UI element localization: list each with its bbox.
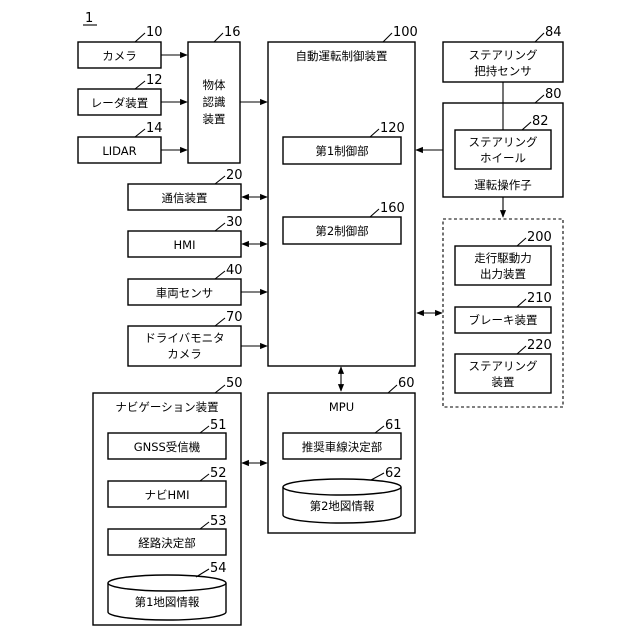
radar-ref-leader (135, 81, 145, 89)
auto-control-ref: 100 (393, 25, 418, 40)
camera-label: カメラ (102, 49, 137, 63)
second-control-ref: 160 (380, 201, 405, 216)
radar-ref: 12 (146, 73, 163, 88)
navi-hmi-label: ナビHMI (145, 488, 190, 502)
driver-monitor-block: ドライバモニタ カメラ 70 (128, 310, 243, 366)
drive-force-line-1: 走行駆動力 (474, 251, 532, 265)
first-control-ref: 120 (380, 121, 405, 136)
driver-monitor-ref: 70 (226, 310, 243, 325)
steering-device-ref-leader (517, 346, 526, 354)
steering-device-line-1: ステアリング (469, 359, 538, 373)
route-ref: 53 (210, 514, 227, 529)
mpu-ref: 60 (398, 376, 415, 391)
map1-label: 第1地図情報 (135, 595, 200, 609)
vehicle-sensor-ref-leader (215, 271, 225, 279)
comm-ref: 20 (226, 168, 243, 183)
vehicle-sensor-ref: 40 (226, 263, 243, 278)
comm-ref-leader (215, 176, 225, 184)
camera-ref: 10 (146, 25, 163, 40)
object-recognition-ref-leader (214, 33, 223, 42)
mpu-ref-leader (388, 385, 397, 393)
grip-sensor-line-2: 把持センサ (474, 64, 532, 78)
grip-sensor-line-1: ステアリング (469, 48, 538, 62)
steering-wheel-line-1: ステアリング (469, 135, 538, 149)
steering-wheel-line-2: ホイール (480, 151, 526, 165)
steering-wheel-ref: 82 (532, 114, 549, 129)
map2-label: 第2地図情報 (310, 499, 375, 513)
radar-label: レーダ装置 (91, 96, 149, 110)
comm-block: 通信装置 20 (128, 168, 243, 210)
lidar-ref-leader (135, 129, 145, 137)
navigation-ref-leader (215, 385, 225, 393)
steering-device-block: ステアリング 装置 220 (455, 338, 552, 393)
gnss-ref: 51 (210, 418, 227, 433)
hmi-label: HMI (174, 238, 196, 252)
camera-ref-leader (135, 33, 145, 42)
navigation-label: ナビゲーション装置 (115, 400, 218, 414)
map1-ref: 54 (210, 561, 227, 576)
steering-device-line-2: 装置 (492, 375, 515, 389)
gnss-label: GNSS受信機 (134, 440, 201, 454)
hmi-ref: 30 (226, 215, 243, 230)
map2-ref: 62 (385, 466, 402, 481)
lidar-label: LIDAR (102, 144, 136, 158)
object-recognition-line-1: 物体 (203, 78, 226, 92)
hmi-ref-leader (215, 223, 225, 231)
object-recognition-block: 物体 認識 装置 16 (188, 25, 241, 163)
camera-block: カメラ 10 (78, 25, 163, 68)
object-recognition-line-2: 認識 (203, 95, 226, 109)
driver-monitor-ref-leader (215, 318, 225, 326)
first-control-label: 第1制御部 (315, 144, 368, 158)
brake-ref-leader (517, 299, 526, 307)
figure-ref: 1 (85, 11, 93, 26)
brake-ref: 210 (527, 291, 552, 306)
lane-ref: 61 (385, 418, 402, 433)
brake-label: ブレーキ装置 (469, 313, 538, 327)
hmi-block: HMI 30 (128, 215, 243, 257)
route-label: 経路決定部 (138, 536, 196, 550)
driving-operators-label: 運転操作子 (474, 178, 532, 192)
driver-monitor-line-2: カメラ (167, 347, 202, 361)
driving-operators-ref: 80 (545, 87, 562, 102)
steering-device-ref: 220 (527, 338, 552, 353)
driving-operators-ref-leader (535, 95, 544, 103)
radar-block: レーダ装置 12 (78, 73, 163, 115)
auto-control-ref-leader (383, 33, 392, 42)
vehicle-sensor-block: 車両センサ 40 (128, 263, 243, 305)
lidar-block: LIDAR 14 (78, 121, 163, 163)
drive-force-block: 走行駆動力 出力装置 200 (455, 230, 552, 285)
grip-sensor-ref: 84 (545, 25, 562, 40)
drive-force-ref-leader (517, 238, 526, 246)
vehicle-sensor-label: 車両センサ (156, 286, 214, 300)
comm-label: 通信装置 (162, 191, 208, 205)
auto-control-block: 自動運転制御装置 100 (268, 25, 418, 366)
navi-hmi-ref: 52 (210, 466, 227, 481)
lidar-ref: 14 (146, 121, 163, 136)
grip-sensor-ref-leader (535, 33, 544, 42)
mpu-label: MPU (329, 400, 354, 414)
object-recognition-line-3: 装置 (203, 112, 226, 126)
drive-force-line-2: 出力装置 (480, 267, 526, 281)
lane-label: 推奨車線決定部 (302, 440, 383, 454)
object-recognition-ref: 16 (224, 25, 241, 40)
second-control-label: 第2制御部 (315, 224, 368, 238)
brake-block: ブレーキ装置 210 (455, 291, 552, 333)
driver-monitor-line-1: ドライバモニタ (144, 331, 224, 345)
auto-control-label: 自動運転制御装置 (296, 49, 388, 63)
navigation-ref: 50 (226, 376, 243, 391)
drive-force-ref: 200 (527, 230, 552, 245)
grip-sensor-block: ステアリング 把持センサ 84 (443, 25, 563, 82)
